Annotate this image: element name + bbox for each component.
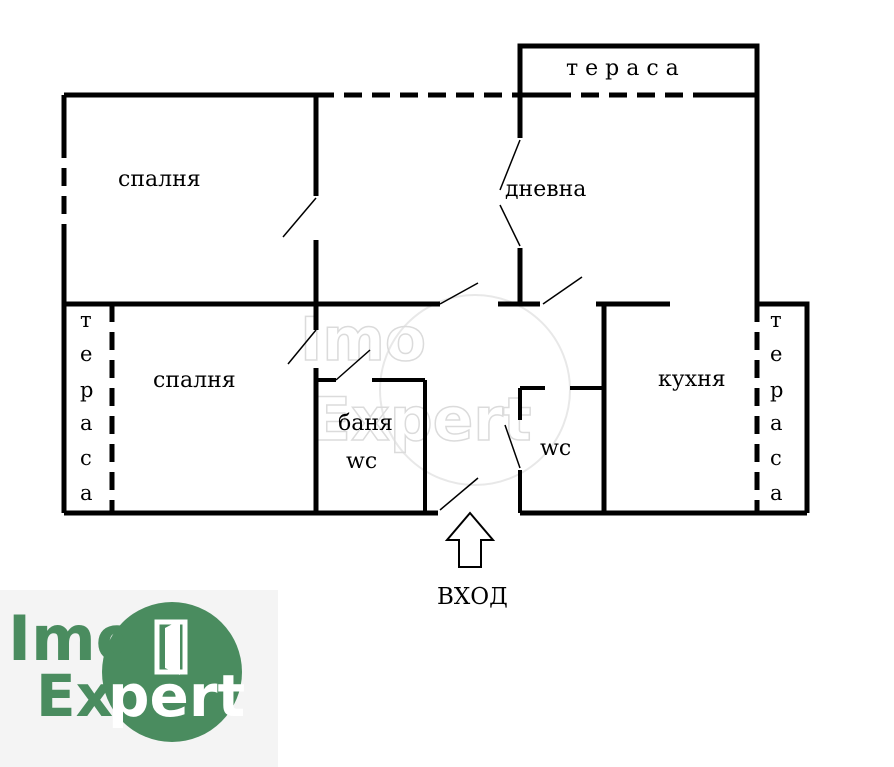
terrace-right-letter: а [770, 481, 783, 505]
door-icon [154, 619, 188, 675]
terrace-right-letter: а [770, 411, 783, 435]
terrace-right-letter: р [770, 378, 783, 402]
door-hall-right [542, 276, 583, 305]
door-entrance [439, 477, 479, 511]
logo-line2-right: pert [108, 662, 245, 730]
label-bedroom-top: спалня [118, 167, 201, 192]
watermark: Imo Expert [299, 294, 571, 486]
door-hall [439, 282, 479, 305]
terrace-left-letter: е [80, 342, 92, 366]
label-wc: wc [540, 436, 571, 461]
label-terrace-top: т е р а с а [566, 56, 679, 81]
terrace-left-letter: а [80, 481, 93, 505]
door-bathroom [335, 349, 371, 381]
watermark-line1: Imo [300, 305, 426, 375]
terrace-top-walls [517, 43, 760, 95]
label-living: дневна [505, 177, 586, 202]
label-terrace-left: т е р а с а [80, 308, 93, 505]
label-bedroom-bottom: спалня [153, 368, 236, 393]
label-bathroom-line2: wc [346, 449, 377, 474]
watermark-line2: Expert [310, 385, 532, 455]
doors [282, 139, 583, 511]
door-bedroom-bottom [287, 329, 317, 365]
door-wc [504, 424, 521, 469]
terrace-left-letter: р [80, 378, 93, 402]
outer-walls [61, 92, 810, 516]
logo-line2-left: Ex [36, 662, 113, 730]
label-kitchen: кухня [658, 367, 726, 392]
arrow-up-icon [444, 511, 496, 568]
terrace-right-letter: с [770, 446, 782, 470]
door-living-2 [499, 204, 521, 247]
door-living [499, 139, 521, 191]
entrance-label: ВХОД [437, 584, 508, 610]
terrace-right-letter: е [770, 342, 782, 366]
terrace-right-letter: т [770, 308, 782, 332]
label-terrace-right: т е р а с а [770, 308, 783, 505]
terrace-left-letter: т [80, 308, 92, 332]
logo: Imo Ex pert [0, 590, 278, 767]
interior-walls [109, 95, 760, 513]
logo-line1: Imo [8, 602, 138, 675]
label-bathroom-line1: баня [338, 411, 393, 436]
door-bedroom-top [282, 197, 317, 238]
terrace-left-letter: а [80, 411, 93, 435]
terrace-left-letter: с [80, 446, 92, 470]
